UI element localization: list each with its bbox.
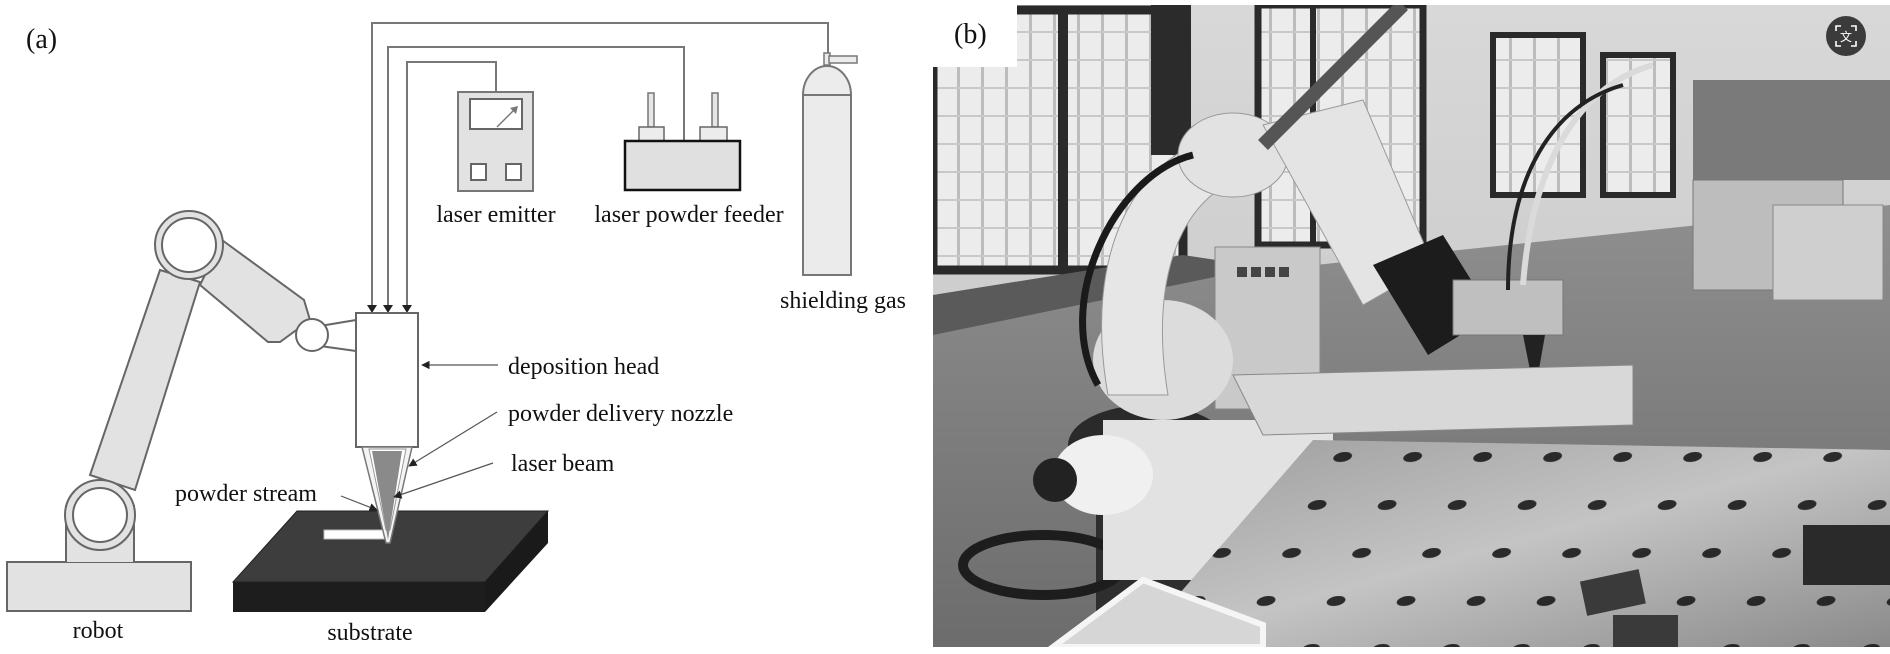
laser-emitter-icon — [457, 91, 534, 192]
robot-wrist-joint — [295, 318, 329, 352]
photo-tray — [1047, 576, 1266, 647]
robot-lower-arm — [88, 268, 202, 492]
robot-icon — [6, 210, 357, 612]
deposition-head-label: deposition head — [508, 354, 659, 380]
shielding-gas-label: shielding gas — [780, 288, 906, 314]
svg-text:文: 文 — [1840, 29, 1852, 44]
powder-feeder-label: laser powder feeder — [594, 202, 783, 228]
translate-icon: 文 — [1835, 25, 1857, 47]
powder-feeder-icon — [623, 92, 742, 192]
workcell-photo — [933, 5, 1890, 647]
powder-stream-label: powder stream — [175, 481, 317, 507]
substrate-icon — [231, 510, 550, 612]
nozzle-label: powder delivery nozzle — [508, 401, 733, 427]
wire-arrowheads — [367, 305, 412, 313]
laser-emitter-label: laser emitter — [436, 202, 555, 228]
substrate-label: substrate — [327, 620, 412, 646]
supply-wires — [371, 22, 829, 310]
callouts — [340, 360, 498, 512]
robot-upper-arm — [198, 238, 312, 343]
photo-poster — [1693, 80, 1890, 180]
translate-button[interactable]: 文 — [1826, 16, 1866, 56]
laser-beam-shape — [372, 451, 402, 540]
gas-wire — [371, 22, 829, 310]
deposition-head-icon — [355, 312, 419, 544]
schematic-panel-a: (a) laser emitter laser powder feeder sh… — [6, 22, 906, 646]
gas-cylinder-icon — [801, 52, 858, 276]
laser-wire — [406, 61, 497, 310]
robot-label: robot — [73, 618, 124, 644]
robot-base — [6, 561, 192, 612]
deposited-track — [323, 529, 387, 540]
laser-beam-label: laser beam — [511, 451, 615, 477]
powder-wire — [387, 46, 685, 310]
panel-a-label: (a) — [26, 24, 57, 55]
photo-pillar — [1151, 5, 1191, 155]
panel-b-label: (b) — [954, 19, 987, 50]
panel-b-label-box — [933, 5, 1017, 67]
photo-deposition-head — [1452, 62, 1654, 375]
photo-robot-arm — [1079, 5, 1493, 420]
